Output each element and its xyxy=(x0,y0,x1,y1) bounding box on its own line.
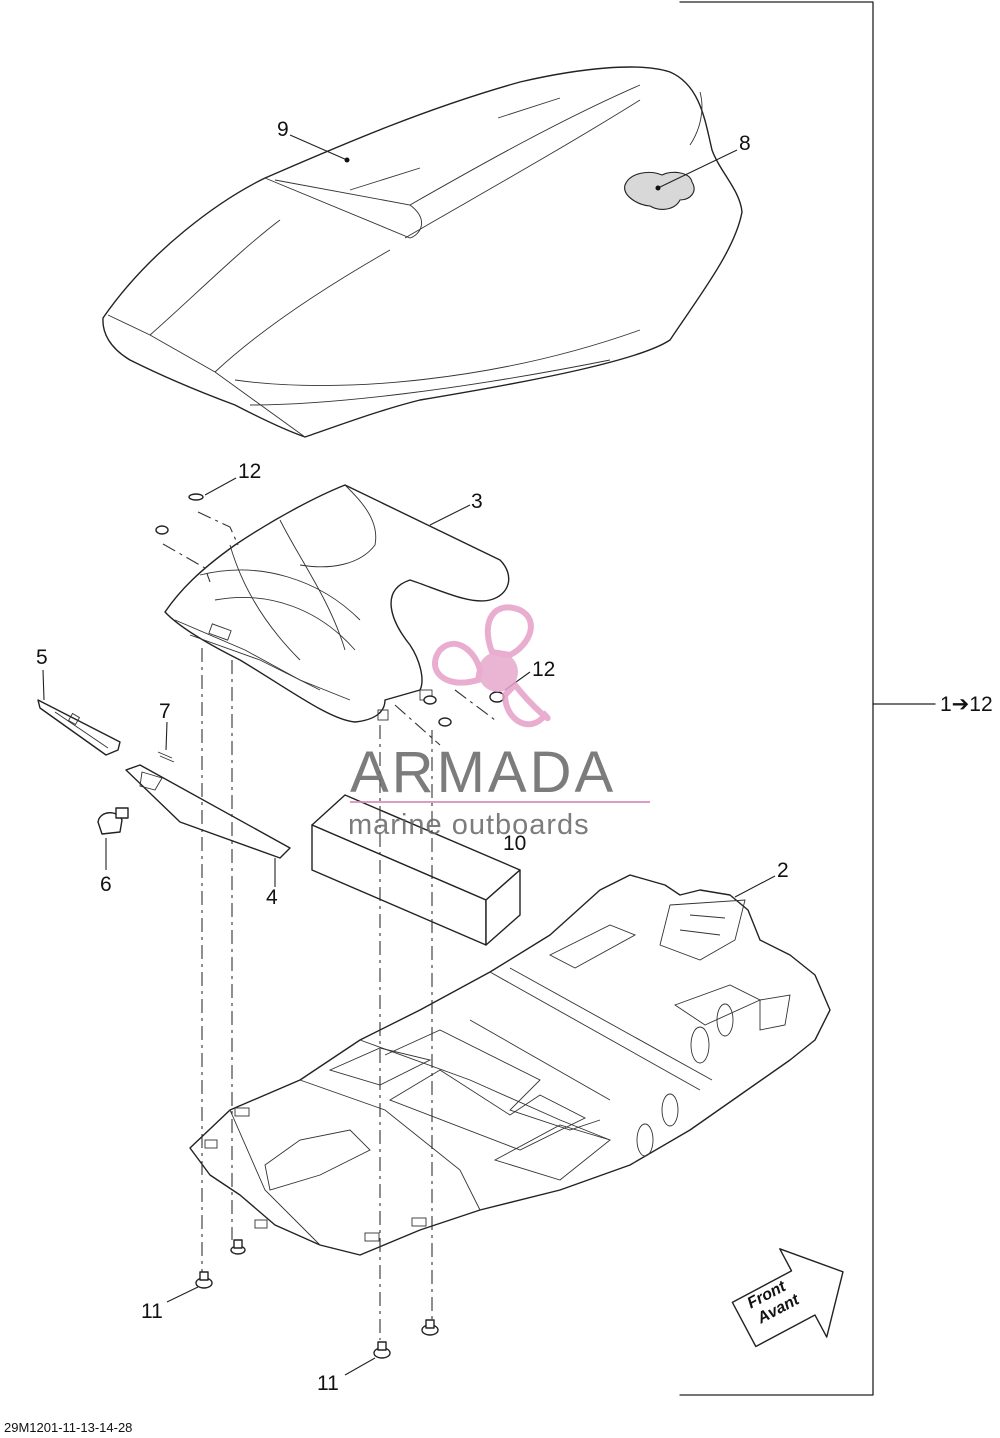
callout-11-left: 11 xyxy=(141,1300,163,1323)
watermark-tagline: marine outboards xyxy=(348,809,590,841)
leader-3 xyxy=(429,504,471,526)
callout-4: 4 xyxy=(266,886,278,909)
part-11-rivet-c xyxy=(230,1239,246,1255)
callout-9: 9 xyxy=(277,118,289,141)
leader-2 xyxy=(734,875,776,898)
part-8-emblem xyxy=(624,171,695,210)
part-12-washer-b xyxy=(423,671,531,727)
callout-3: 3 xyxy=(471,490,483,513)
front-direction-arrow xyxy=(731,1248,844,1348)
callout-8: 8 xyxy=(739,132,751,155)
callout-10: 10 xyxy=(503,832,526,855)
leader-9 xyxy=(289,134,350,163)
part-4-plate xyxy=(125,764,291,887)
part-12-washer-a xyxy=(155,477,237,535)
callout-12-right: 12 xyxy=(532,658,555,681)
diagram-code: 29M1201-11-13-14-28 xyxy=(4,1420,132,1435)
part-7-spring xyxy=(157,721,175,763)
callout-11-bottom: 11 xyxy=(317,1372,339,1395)
callout-5: 5 xyxy=(36,646,48,669)
part-11-rivet-a xyxy=(166,1271,213,1303)
part-9-seat xyxy=(102,66,743,438)
range-label: 1➔12 xyxy=(940,693,993,716)
part-5-latch xyxy=(37,669,121,756)
part-11-rivet-b xyxy=(344,1319,439,1376)
part-6-pin xyxy=(97,807,129,870)
part-2-storage-tray xyxy=(189,874,831,1256)
callout-7: 7 xyxy=(159,700,171,723)
propeller-logo-icon xyxy=(432,604,551,728)
assembly-bracket xyxy=(679,1,936,1396)
watermark-brand: ARMADA xyxy=(350,740,616,805)
watermark: ARMADA marine outboards xyxy=(348,604,650,841)
callout-2: 2 xyxy=(777,859,789,882)
part-3-bin-cover xyxy=(164,484,510,723)
leader-8 xyxy=(655,149,738,191)
callout-6: 6 xyxy=(100,873,112,896)
part-10-foam xyxy=(311,794,521,946)
alignment-lines xyxy=(201,648,433,1340)
callout-12-top: 12 xyxy=(238,460,261,483)
